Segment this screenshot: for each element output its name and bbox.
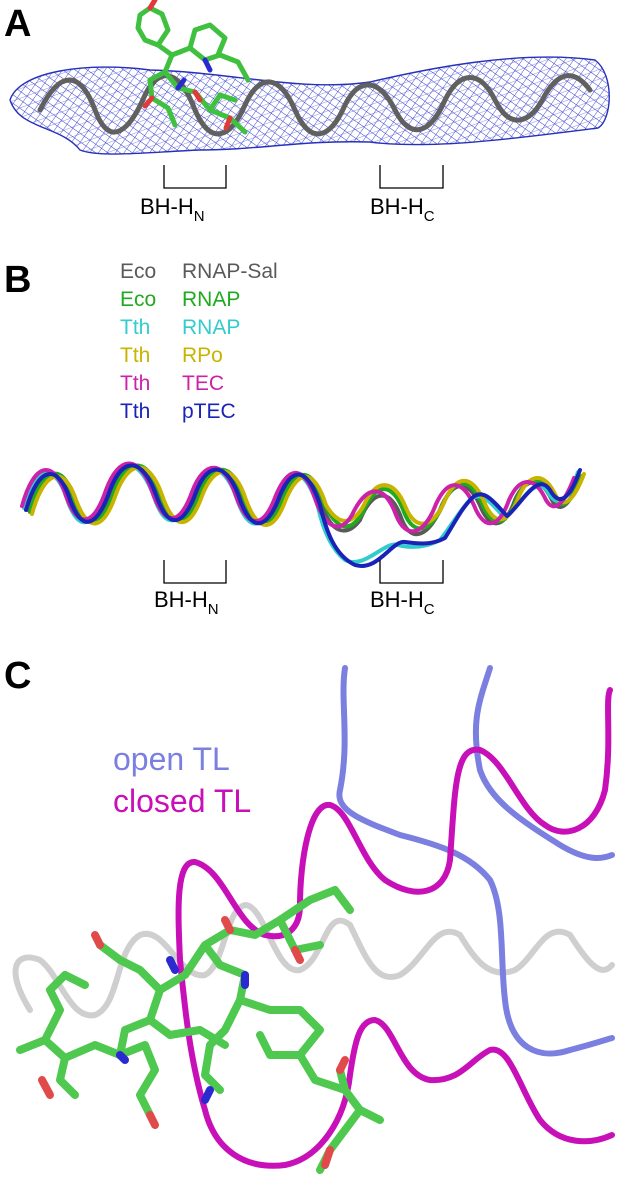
- legend-c: open TL closed TL: [113, 741, 251, 819]
- bracket-bh-hn-a: [163, 165, 227, 189]
- legend-b-org: Tth: [120, 400, 150, 423]
- panel-b-letter: B: [4, 259, 31, 301]
- legend-b-item: Eco RNAP: [120, 288, 240, 311]
- label-bh-hc-b: BH-HC: [370, 587, 435, 618]
- legend-b-item: Tth RNAP: [120, 316, 240, 339]
- legend-b-org: Tth: [120, 372, 150, 395]
- legend-b: Eco RNAP-Sal Eco RNAP Tth RNAP Tth RPo T…: [120, 260, 278, 423]
- legend-b-name: RNAP: [182, 316, 240, 339]
- legend-b-org: Tth: [120, 344, 150, 367]
- legend-b-name: RNAP: [182, 288, 240, 311]
- label-bh-hc-a: BH-HC: [370, 194, 435, 225]
- ligand-sticks-c: [16, 886, 384, 1174]
- label-bh-hn-b: BH-HN: [154, 587, 219, 618]
- panel-a: A BH-HN BH-HC: [4, 0, 610, 225]
- bridge-helix-grey: [12, 901, 615, 1019]
- panel-b: B Eco RNAP-Sal Eco RNAP Tth RNAP Tth RPo…: [4, 259, 586, 618]
- bracket-bh-hc-b: [379, 560, 444, 584]
- legend-b-item: Tth RPo: [120, 344, 223, 367]
- label-bh-hn-a: BH-HN: [140, 194, 205, 225]
- legend-c-open-tl: open TL: [113, 741, 230, 777]
- legend-b-name: TEC: [182, 372, 224, 395]
- helix-ribbon-a: [37, 73, 593, 137]
- panel-c-letter: C: [4, 655, 31, 697]
- legend-b-item: Tth pTEC: [120, 400, 236, 423]
- legend-b-org: Eco: [120, 260, 156, 283]
- legend-b-item: Tth TEC: [120, 372, 224, 395]
- bracket-bh-hc-a: [379, 165, 444, 189]
- trigger-loop-open: [336, 665, 615, 1057]
- bracket-bh-hn-b: [163, 560, 227, 584]
- legend-b-name: pTEC: [182, 400, 236, 423]
- legend-c-closed-tl: closed TL: [113, 783, 251, 819]
- panel-c: C open TL closed TL: [4, 655, 615, 1174]
- legend-b-org: Eco: [120, 288, 156, 311]
- helix-overlay-b: [20, 461, 586, 568]
- legend-b-org: Tth: [120, 316, 150, 339]
- density-mesh: [9, 56, 610, 155]
- legend-b-name: RPo: [182, 344, 223, 367]
- ligand-sticks-a: [135, 0, 251, 135]
- legend-b-name: RNAP-Sal: [182, 260, 278, 283]
- trigger-loop-closed: [175, 687, 615, 1169]
- panel-a-letter: A: [4, 3, 31, 45]
- legend-b-item: Eco RNAP-Sal: [120, 260, 278, 283]
- helix-tth-ptec: [24, 463, 582, 568]
